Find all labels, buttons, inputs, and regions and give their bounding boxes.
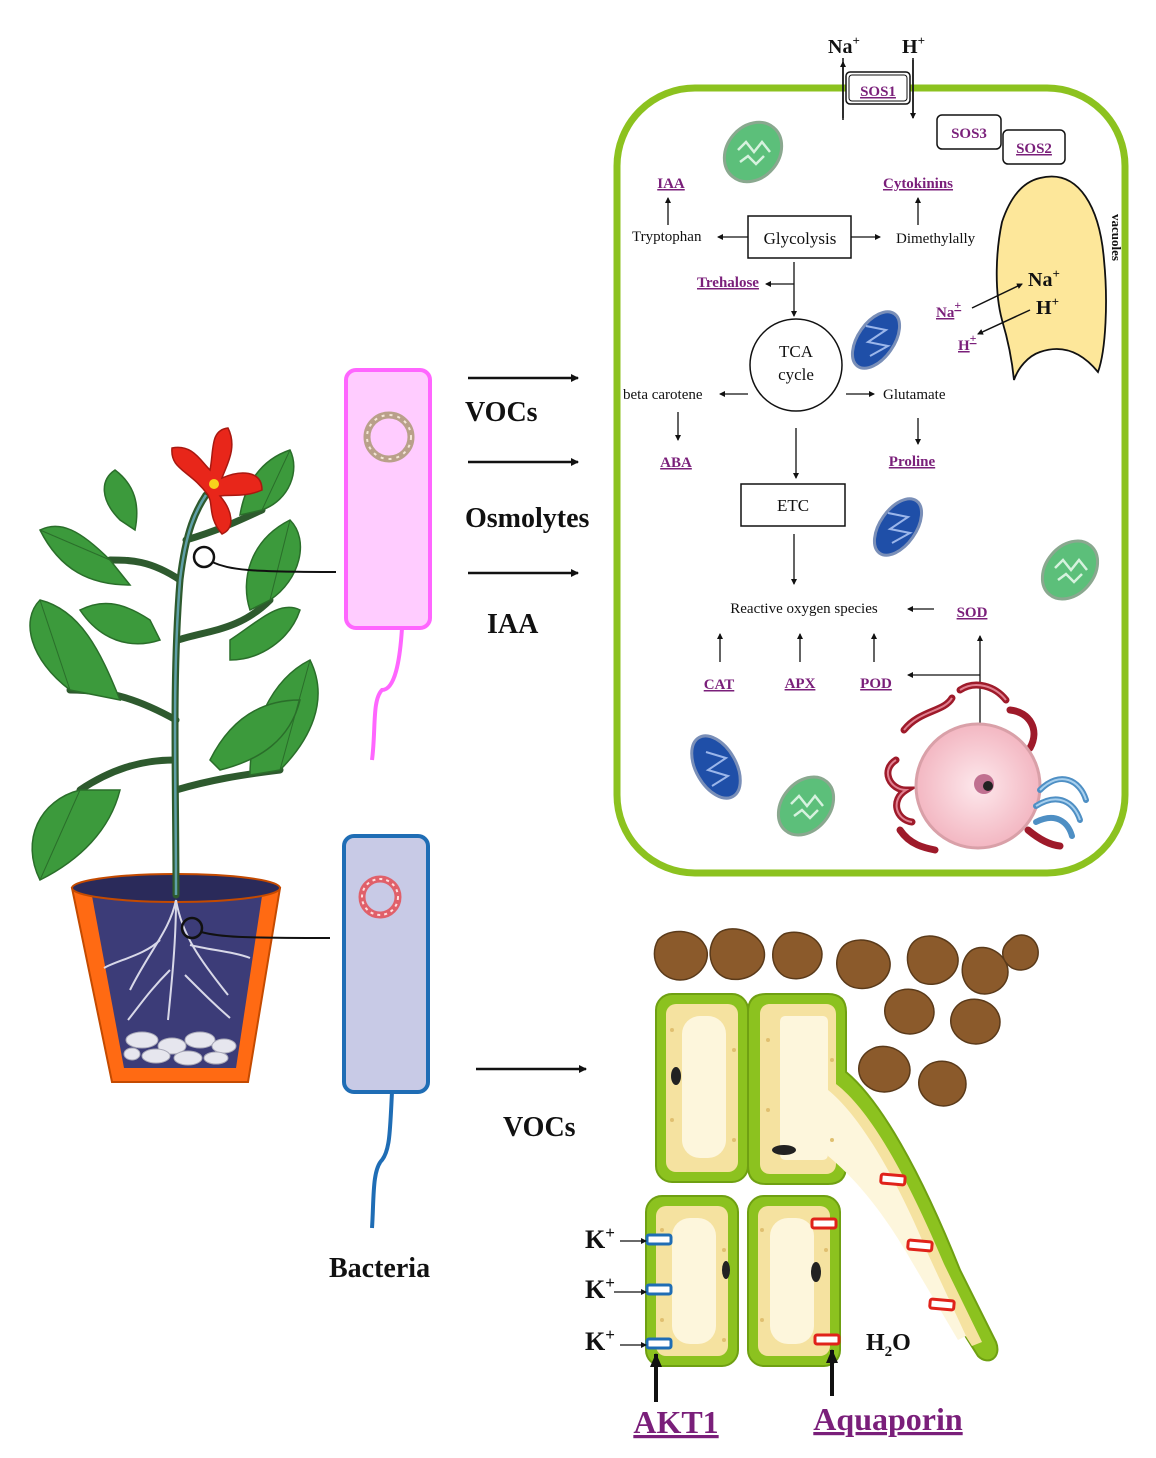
- glutamate-label: Glutamate: [883, 387, 946, 403]
- bacterium-pink-icon: [344, 368, 432, 761]
- cat-label: CAT: [704, 677, 735, 693]
- aba-label: ABA: [660, 455, 692, 471]
- nucleus-er-golgi-icon: [884, 681, 1089, 854]
- chloroplast-icon: [722, 120, 784, 184]
- akt1-channel-icon: [645, 1233, 673, 1350]
- etc-label: ETC: [777, 496, 809, 515]
- vacuole-icon: [995, 175, 1107, 381]
- chloroplast-icon: [1040, 539, 1100, 601]
- sos2-box: [1002, 129, 1066, 165]
- etc-box: [740, 483, 846, 527]
- aquaporin-channel-icon: [810, 1172, 956, 1346]
- plant-cell: SOS1 Na+ H+ SOS3 SOS2 vacuoles Na+ H+ Na…: [613, 33, 1129, 877]
- k-ion-label: K+: [585, 1273, 615, 1304]
- iaa-cell-label: IAA: [657, 176, 685, 192]
- sod-label: SOD: [957, 605, 988, 621]
- vacuoles-label: vacuoles: [1109, 214, 1124, 261]
- ros-label: Reactive oxygen species: [730, 601, 878, 617]
- sos2-label: SOS2: [1016, 141, 1052, 157]
- apx-label: APX: [785, 676, 816, 692]
- mitochondrion-icon: [872, 497, 924, 557]
- plasmid-icon: [358, 875, 402, 919]
- h-cytosol-label: H+: [958, 331, 977, 354]
- iaa-label-mid: IAA: [487, 609, 539, 640]
- na-cytosol-label: Na+: [936, 298, 961, 321]
- na-vacuole-label: Na+: [1028, 266, 1060, 291]
- sos1-transporter: SOS1: [840, 58, 916, 120]
- k-ion-label: K+: [585, 1223, 615, 1254]
- plant-in-pot-icon: [29, 427, 337, 1083]
- tca-label: TCA: [779, 342, 814, 361]
- cycle-label: cycle: [778, 365, 814, 384]
- bacteria-label: Bacteria: [329, 1253, 430, 1284]
- glycolysis-label: Glycolysis: [764, 229, 837, 248]
- mitochondrion-icon: [690, 734, 742, 800]
- beta-carotene-label: beta carotene: [623, 387, 703, 403]
- bacterium-blue-icon: [342, 834, 430, 1229]
- sos1-label: SOS1: [860, 84, 896, 100]
- dimethylally-label: Dimethylally: [896, 231, 976, 247]
- cytokinins-label: Cytokinins: [883, 176, 953, 192]
- proline-label: Proline: [889, 454, 936, 470]
- glycolysis-box: [747, 215, 852, 259]
- h-out-label: H+: [902, 33, 925, 58]
- chloroplast-icon: [776, 775, 836, 837]
- na-out-label: Na+: [828, 33, 860, 58]
- h-vacuole-label: H+: [1036, 294, 1059, 319]
- sos3-label: SOS3: [951, 126, 987, 142]
- signal-arrows: [468, 374, 587, 1073]
- root-cells-icon: [645, 993, 999, 1367]
- sos3-box: [936, 114, 1002, 150]
- vocs-label-1: VOCs: [465, 397, 538, 428]
- pod-label: POD: [860, 676, 892, 692]
- tca-cycle-circle: [749, 318, 843, 412]
- k-ion-label: K+: [585, 1325, 615, 1356]
- h2o-label: H2O: [866, 1330, 911, 1360]
- tryptophan-label: Tryptophan: [632, 229, 702, 245]
- plasmid-icon: [363, 411, 415, 463]
- flower-icon: [171, 427, 263, 535]
- trehalose-label: Trehalose: [697, 275, 759, 291]
- vocs-label-2: VOCs: [503, 1112, 576, 1143]
- soil-particles: [653, 928, 1039, 1107]
- mitochondrion-icon: [850, 310, 902, 370]
- akt1-label: AKT1: [633, 1404, 718, 1440]
- aquaporin-label: Aquaporin: [813, 1401, 963, 1437]
- osmolytes-label: Osmolytes: [465, 503, 590, 534]
